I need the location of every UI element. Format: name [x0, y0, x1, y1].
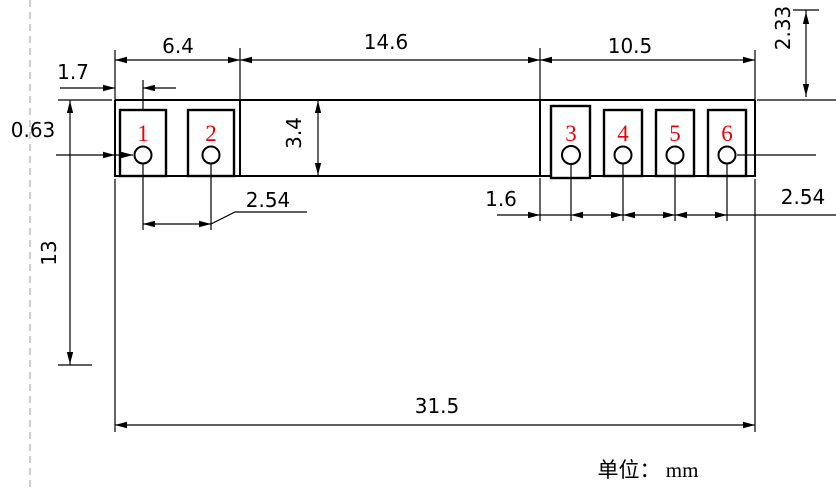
pad-5-hole: [665, 145, 685, 165]
unit-note: 单位： mm: [598, 458, 699, 482]
dim-label-height: 13: [37, 240, 61, 265]
pad-5-number: 5: [669, 121, 681, 146]
pad-4-hole: [613, 145, 633, 165]
pad-4-number: 4: [617, 121, 629, 146]
dim-top-clearance: 2.33: [757, 6, 836, 101]
dim-label-pad1-offset: 1.7: [57, 60, 89, 84]
dim-label-top-clearance: 2.33: [771, 6, 795, 51]
dim-label-left-pitch: 2.54: [246, 188, 291, 212]
pad-5: 5: [654, 108, 696, 178]
dim-label-left-width: 6.4: [162, 34, 194, 58]
dim-left-pitch: 2.54: [142, 164, 307, 230]
dim-label-right-pitch: 2.54: [781, 185, 826, 209]
pad-3-number: 3: [565, 121, 577, 146]
dim-mid-depth: 3.4: [282, 100, 322, 176]
dim-label-mid-width: 14.6: [364, 30, 409, 54]
dim-label-hole-offset: 0.63: [11, 118, 56, 142]
dim-top-widths: 6.4 14.6 10.5: [114, 30, 756, 100]
dim-hole-offset: 0.63: [11, 118, 133, 159]
dim-label-total-width: 31.5: [415, 394, 460, 418]
pad-6-hole: [717, 145, 737, 165]
dim-label-right-width: 10.5: [608, 34, 653, 58]
pad-2-number: 2: [205, 121, 217, 146]
pad-1-number: 1: [137, 121, 149, 146]
pad-6-number: 6: [721, 121, 733, 146]
dim-label-right-gap: 1.6: [485, 187, 517, 211]
dim-pad1-offset: 1.7: [57, 60, 176, 111]
dim-total-width: 31.5: [114, 179, 756, 432]
dim-right-pitch-row: 1.6 2.54: [485, 154, 836, 221]
pad-2-hole: [201, 145, 221, 165]
dim-height: 13: [37, 99, 112, 366]
pad-3-hole: [561, 145, 581, 165]
pad-1-hole: [133, 145, 153, 165]
dim-label-mid-depth: 3.4: [282, 117, 306, 149]
